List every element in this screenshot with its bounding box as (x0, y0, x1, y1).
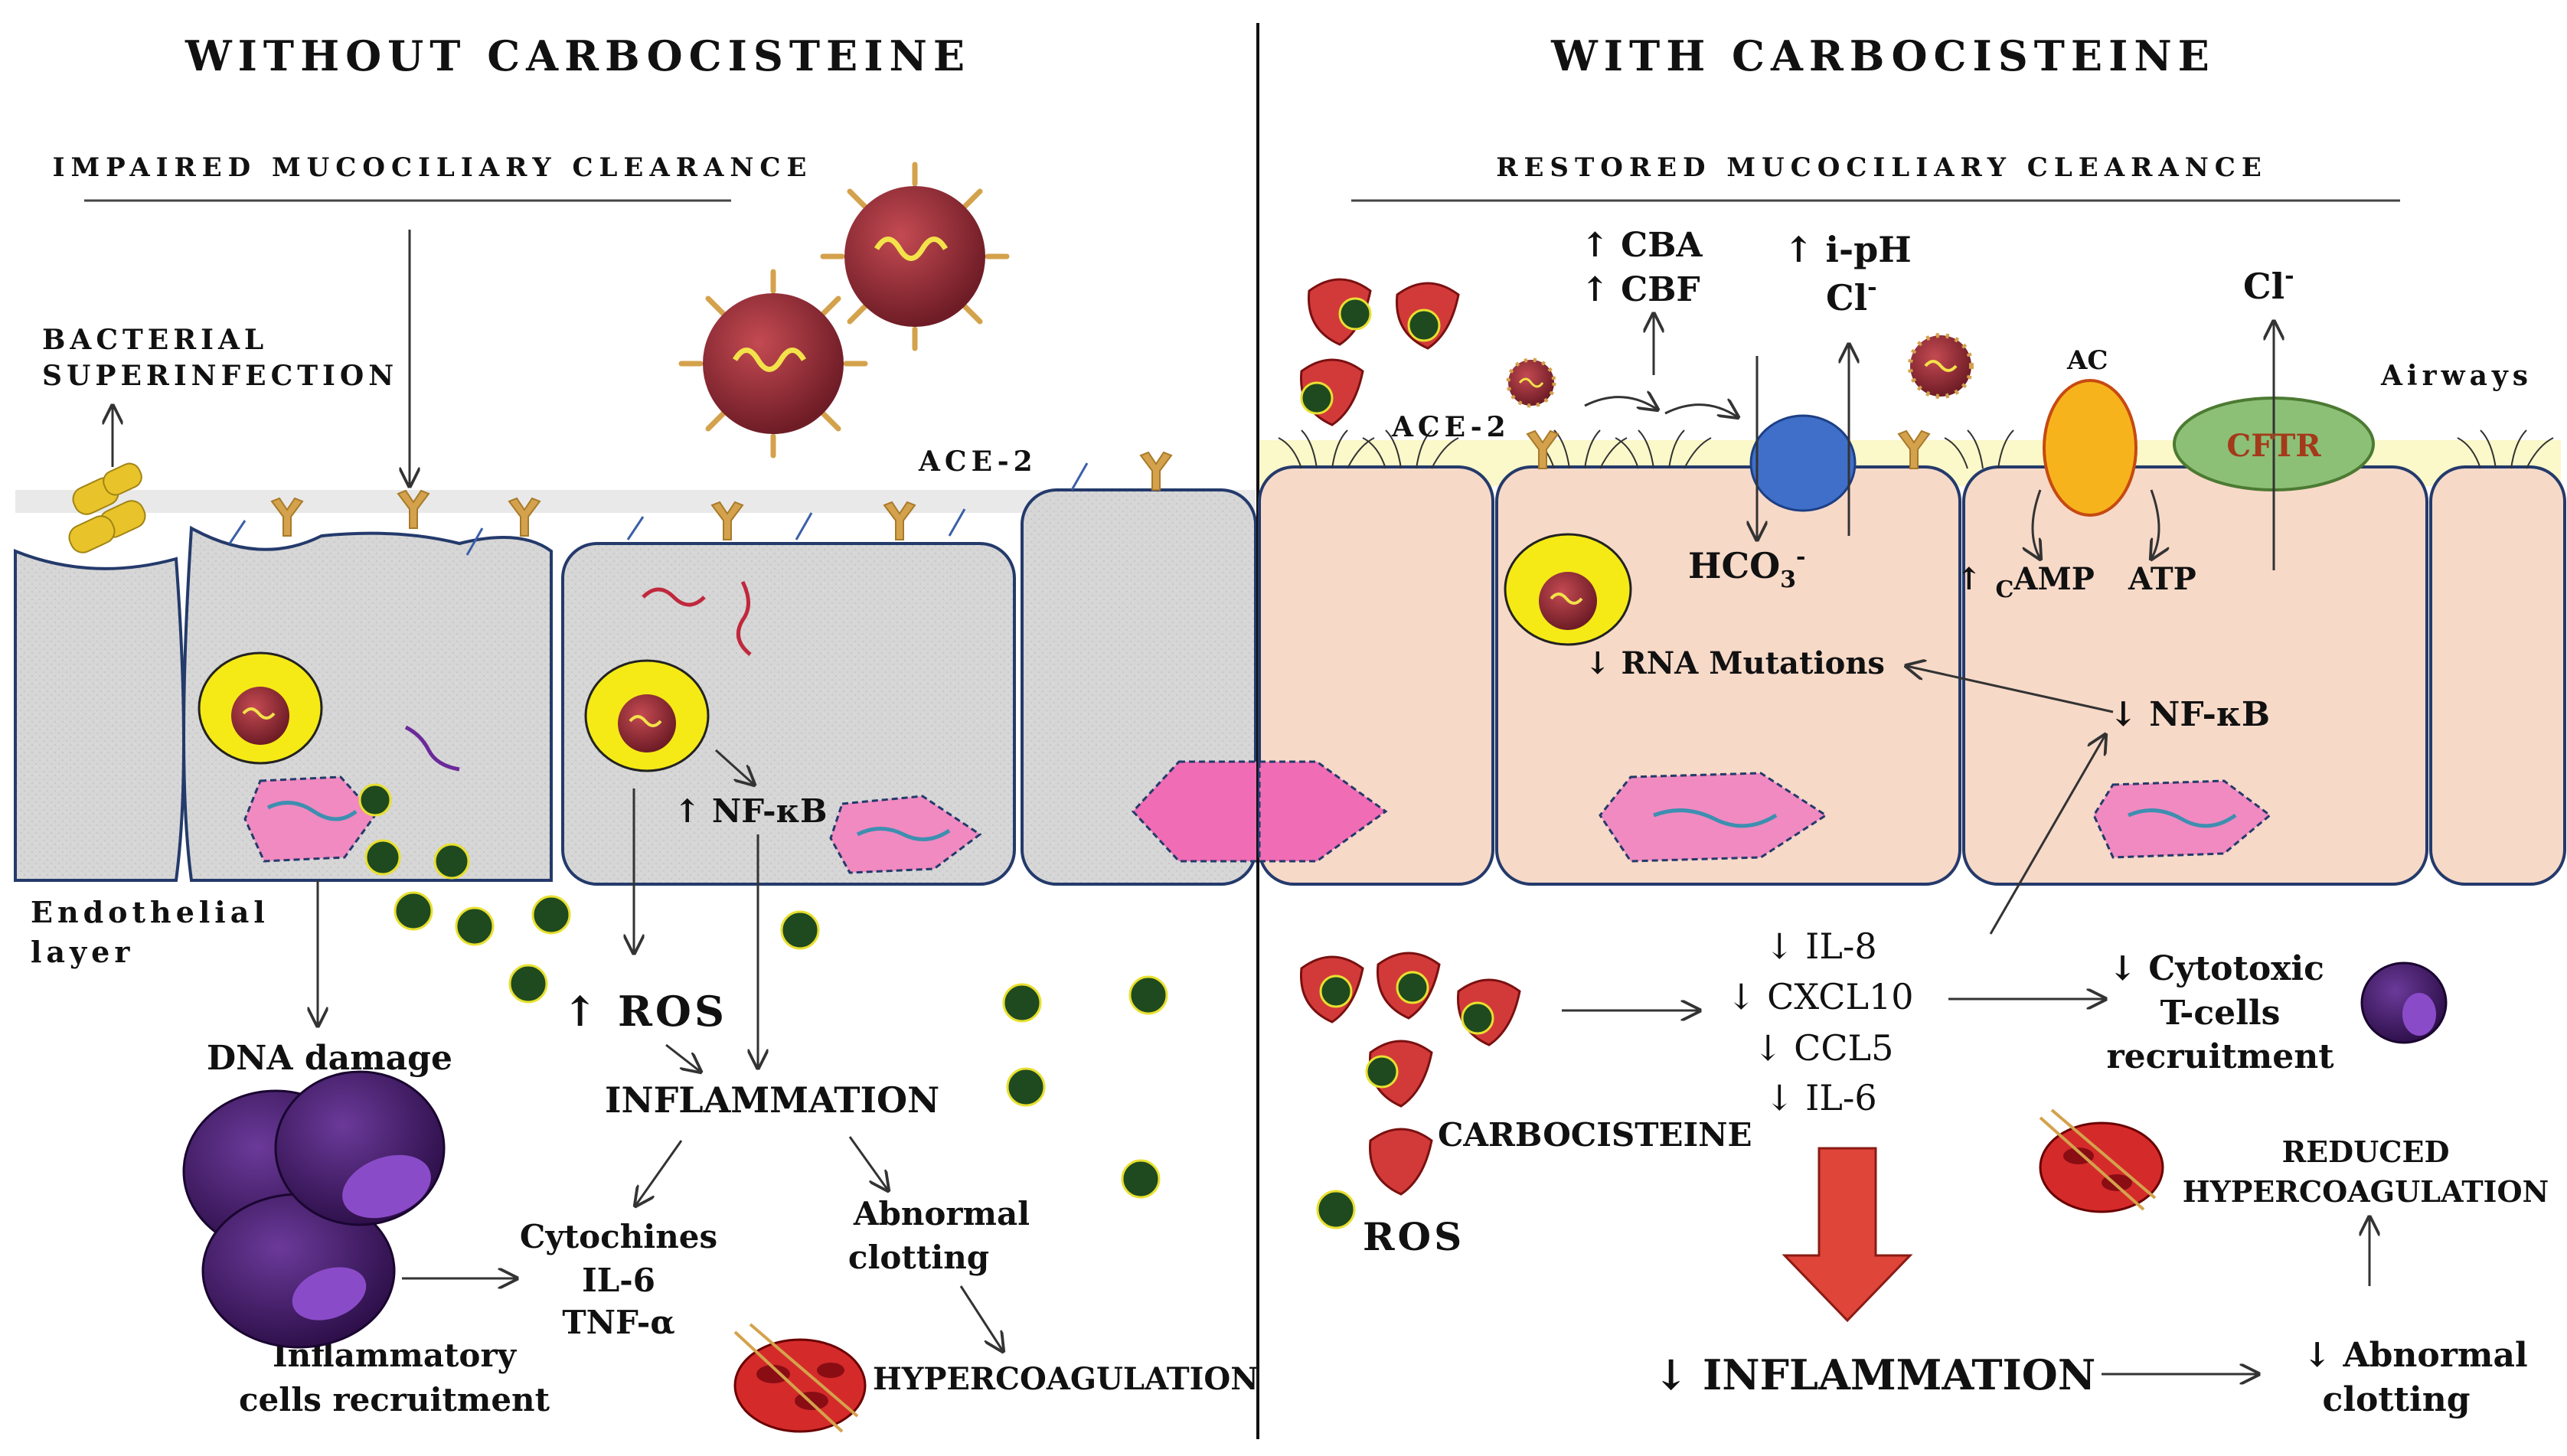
right-epithelium (1258, 465, 2566, 886)
il8-label: ↓ IL-8 (1765, 926, 1877, 967)
right-endosome (1504, 533, 1632, 646)
cbf-label: ↑ CBF (1581, 270, 1700, 309)
rna-mutations-label: ↓ RNA Mutations (1585, 645, 1885, 681)
bacteria-cluster (68, 462, 146, 553)
right-il6-label: ↓ IL-6 (1765, 1077, 1877, 1118)
carbocisteine-molecules-top (1300, 278, 1460, 426)
carbocisteine-molecules-bottom (1300, 952, 1521, 1229)
right-ace2-label: ACE-2 (1391, 411, 1510, 443)
il6-label: IL-6 (582, 1262, 655, 1299)
endothelial-label-1: Endothelial (31, 895, 269, 929)
bicarbonate-channel (1749, 414, 1857, 512)
atp-label: ATP (2128, 561, 2196, 597)
ros-particles (358, 783, 1168, 1199)
right-inflammation-label: ↓ INFLAMMATION (1654, 1350, 2095, 1399)
right-ros-label: ROS (1363, 1214, 1465, 1259)
abnormal-label: Abnormal (853, 1195, 1030, 1232)
bacterial-label-2: SUPERINFECTION (42, 360, 398, 392)
cba-label: ↑ CBA (1581, 226, 1703, 265)
bacterial-label-1: BACTERIAL (42, 324, 268, 356)
reduced-label-1: REDUCED (2282, 1134, 2450, 1169)
viral-rna-fragments (404, 580, 752, 772)
left-endosome-1 (198, 651, 323, 765)
right-abnormal-label: ↓ Abnormal (2303, 1336, 2527, 1375)
right-panel-subtitle: RESTORED MUCOCILIARY CLEARANCE (1496, 152, 2268, 183)
right-blood-clot (2039, 1108, 2164, 1213)
left-endosome-2 (584, 659, 710, 772)
camp-label: ↑CAMP (1956, 561, 2095, 603)
left-inflammation-label: INFLAMMATION (605, 1079, 939, 1121)
cytotoxic-label-3: recruitment (2106, 1037, 2334, 1076)
carbocisteine-label: CARBOCISTEINE (1438, 1116, 1752, 1154)
left-cell-1 (14, 549, 185, 882)
left-panel-title: WITHOUT CARBOCISTEINE (185, 31, 971, 80)
right-ace2-receptors (1526, 429, 1931, 469)
iph-label: ↑ i-pH (1784, 229, 1912, 270)
sars-cov-2-virus-large-2 (820, 162, 1010, 351)
infl-cells-label-2: cells recruitment (239, 1381, 550, 1418)
left-nfkb-label: ↑ NF-κB (674, 792, 828, 830)
adenylate-cyclase (2043, 379, 2138, 517)
right-small-virus-2 (1908, 333, 1974, 399)
big-down-arrow (1782, 1147, 1913, 1323)
reduced-label-2: HYPERCOAGULATION (2183, 1174, 2549, 1209)
dna-damage-label: DNA damage (207, 1039, 452, 1078)
clotting-label: clotting (848, 1239, 989, 1276)
left-ace2-receptors (270, 451, 1173, 540)
cl-right-label: Cl- (2243, 263, 2294, 307)
tnf-label: TNF-α (562, 1304, 674, 1341)
cytotoxic-label-1: ↓ Cytotoxic (2108, 949, 2324, 988)
right-nfkb-label: ↓ NF-κB (2109, 695, 2270, 734)
left-arrows (113, 230, 1003, 1351)
left-hypercoag-label: HYPERCOAGULATION (873, 1361, 1259, 1397)
cftr-label: CFTR (2226, 428, 2321, 464)
left-cilia (228, 462, 1089, 556)
hco3-label: HCO3- (1688, 544, 1805, 593)
right-small-virus-1 (1506, 357, 1556, 408)
left-panel-subtitle: IMPAIRED MUCOCILIARY CLEARANCE (53, 152, 813, 183)
sars-cov-2-virus-large (678, 269, 868, 459)
ac-label: AC (2066, 345, 2108, 376)
cl-left-label: Cl- (1826, 274, 1877, 318)
airways-label: Airways (2380, 360, 2533, 392)
cxcl10-label: ↓ CXCL10 (1726, 976, 1914, 1017)
cytotoxic-label-2: T-cells (2160, 994, 2281, 1033)
left-ros-label: ↑ ROS (563, 987, 727, 1036)
left-ace2-label: ACE-2 (918, 446, 1037, 478)
inflammatory-cells (182, 1070, 446, 1349)
right-panel-title: WITH CARBOCISTEINE (1550, 31, 2216, 80)
right-arrows (1562, 314, 2369, 1374)
right-nuclei (1599, 772, 2272, 863)
right-cell-4 (2429, 465, 2566, 886)
endothelial-label-2: layer (31, 935, 134, 969)
cytochines-label: Cytochines (520, 1218, 717, 1255)
cytotoxic-t-cell (2360, 961, 2448, 1044)
left-blood-clot (733, 1323, 867, 1433)
right-clotting-label: clotting (2323, 1380, 2471, 1419)
ccl5-label: ↓ CCL5 (1753, 1027, 1893, 1069)
